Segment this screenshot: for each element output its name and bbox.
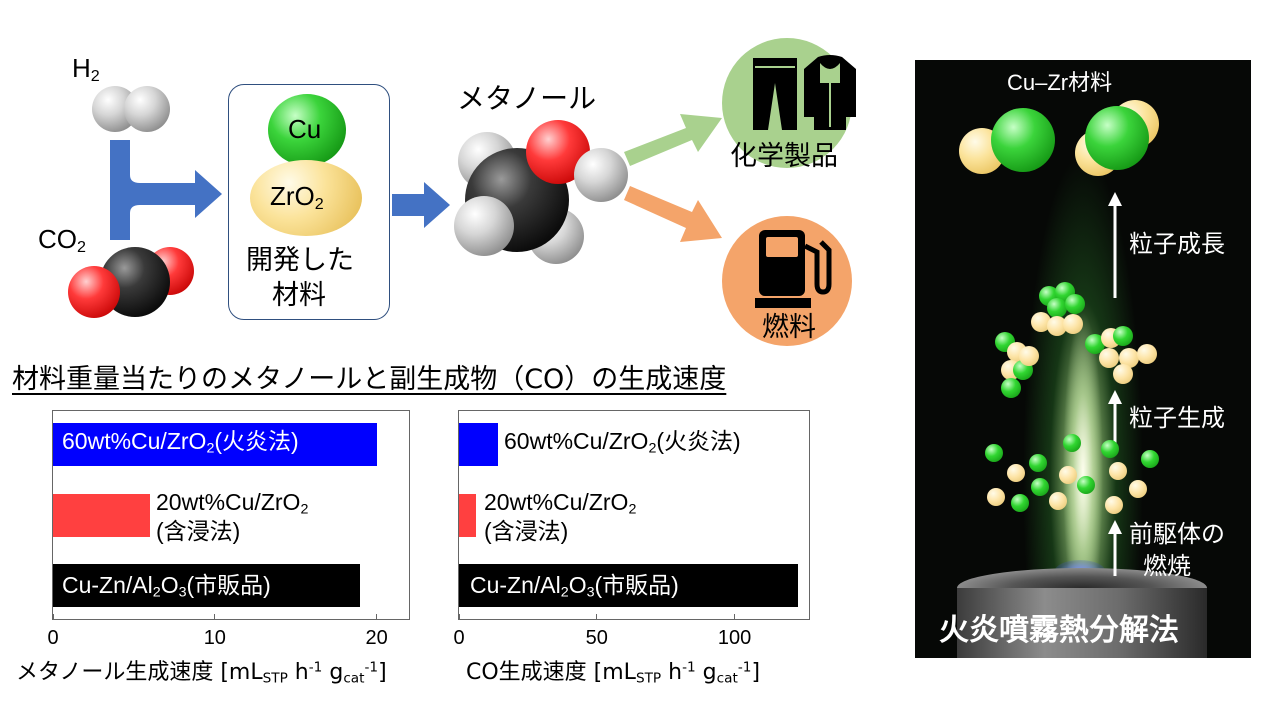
x-axis-title: CO生成速度 [mLSTP h-1 gcat-1] [466, 659, 761, 687]
hydrogen-atom [124, 86, 170, 132]
zro2-particle [1129, 480, 1147, 498]
flame-spray-photo: Cu–Zr材料 粒子成長 粒子生成 [915, 60, 1251, 658]
merge-arrow [110, 140, 222, 240]
chart-bar [53, 564, 361, 607]
oxygen-atom [68, 266, 120, 318]
arrow-to-chemicals [624, 114, 722, 166]
arrow-to-methanol [392, 182, 450, 228]
bar-label-impregnation: 20wt%Cu/ZrO2(含浸法) [156, 489, 309, 544]
chart-bar [459, 423, 498, 466]
cu-particle [1047, 298, 1067, 318]
x-tick-mark [458, 614, 460, 620]
zro2-particle [1049, 492, 1067, 510]
chart-section-title: 材料重量当たりのメタノールと副生成物（CO）の生成速度 [12, 364, 727, 395]
x-axis-title: メタノール生成速度 [mLSTP h-1 gcat-1] [16, 659, 387, 687]
cu-particle [1011, 494, 1029, 512]
cu-particle [1101, 440, 1119, 458]
hydrogen-atom [574, 148, 628, 202]
zro2-particle [1031, 312, 1051, 332]
cu-particle [1085, 334, 1105, 354]
cu-particle [985, 444, 1003, 462]
zro2-particle [1059, 466, 1077, 484]
photo-caption: 火炎噴霧熱分解法 [939, 613, 1179, 648]
cu-particle [1063, 434, 1081, 452]
zro2-particle [1099, 348, 1119, 368]
zro2-particle [1105, 496, 1123, 514]
cu-particle [1113, 326, 1133, 346]
bar-label-commercial: Cu-Zn/Al2O3(市販品) [470, 572, 679, 601]
particle-growth-arrow [1108, 192, 1122, 298]
cu-particle [268, 94, 346, 166]
cu-particle [991, 108, 1055, 172]
x-tick-label: 20 [365, 627, 388, 649]
cu-particle [1065, 294, 1085, 314]
zro2-particle [1119, 348, 1139, 368]
catalyst-caption-line1: 開発した [246, 245, 354, 276]
chart-bar [53, 423, 377, 466]
stage-growth-label: 粒子成長 [1129, 230, 1225, 258]
catalyst-caption-line2: 材料 [272, 280, 326, 311]
x-tick-label: 0 [47, 627, 59, 649]
cu-particle [1077, 476, 1095, 494]
x-tick-mark [596, 614, 598, 620]
burner-body [957, 588, 1207, 658]
bar-label-flame: 60wt%Cu/ZrO2(火炎法) [62, 428, 299, 457]
chart-bar [459, 494, 476, 537]
zro2-particle [1137, 344, 1157, 364]
chart-bar [53, 494, 151, 537]
methanol-label: メタノール [457, 82, 597, 115]
hoodie-icon [804, 55, 856, 130]
hydrogen-atom [454, 196, 514, 256]
cu-particle [1001, 378, 1021, 398]
x-tick-mark [734, 614, 736, 620]
zro2-particle [250, 160, 362, 236]
cu-particle [1029, 454, 1047, 472]
bar-label-commercial: Cu-Zn/Al2O3(市販品) [62, 572, 271, 601]
cu-zr-label: Cu–Zr材料 [1007, 70, 1113, 95]
zro2-particle [1047, 316, 1067, 336]
zro2-particle [1113, 364, 1133, 384]
zro2-particle [1019, 346, 1039, 366]
chemicals-label: 化学製品 [730, 141, 838, 172]
fuel-pump-icon [755, 230, 832, 308]
x-tick-mark [376, 614, 378, 620]
bar-label-flame: 60wt%Cu/ZrO2(火炎法) [504, 428, 741, 457]
precursor-combustion-arrow [1108, 520, 1122, 576]
x-tick-label: 50 [585, 627, 608, 649]
h2-label: H2 [72, 53, 100, 86]
cu-label: Cu [288, 114, 322, 144]
zro2-particle [1007, 464, 1025, 482]
stage-combustion-label-1: 前駆体の [1129, 520, 1225, 548]
co2-label: CO2 [38, 224, 86, 257]
cu-particle [1085, 106, 1149, 170]
particle-formation-arrow [1108, 390, 1122, 446]
cu-particle [1141, 450, 1159, 468]
fuel-label: 燃料 [762, 312, 816, 343]
x-tick-mark [214, 614, 216, 620]
x-tick-mark [52, 614, 54, 620]
stage-combustion-label-2: 燃焼 [1143, 552, 1191, 580]
cu-particle [1031, 478, 1049, 496]
arrow-to-fuel [624, 186, 722, 242]
zro2-particle [1063, 314, 1083, 334]
stage-formation-label: 粒子生成 [1129, 404, 1225, 432]
zro2-particle [1109, 462, 1127, 480]
x-tick-label: 0 [453, 627, 465, 649]
x-tick-label: 10 [203, 627, 226, 649]
bar-label-impregnation: 20wt%Cu/ZrO2(含浸法) [484, 489, 637, 544]
zro2-particle [987, 488, 1005, 506]
zro2-label: ZrO2 [270, 181, 324, 214]
x-tick-label: 100 [717, 627, 752, 649]
chart-bar [459, 564, 798, 607]
pants-icon [753, 58, 797, 130]
